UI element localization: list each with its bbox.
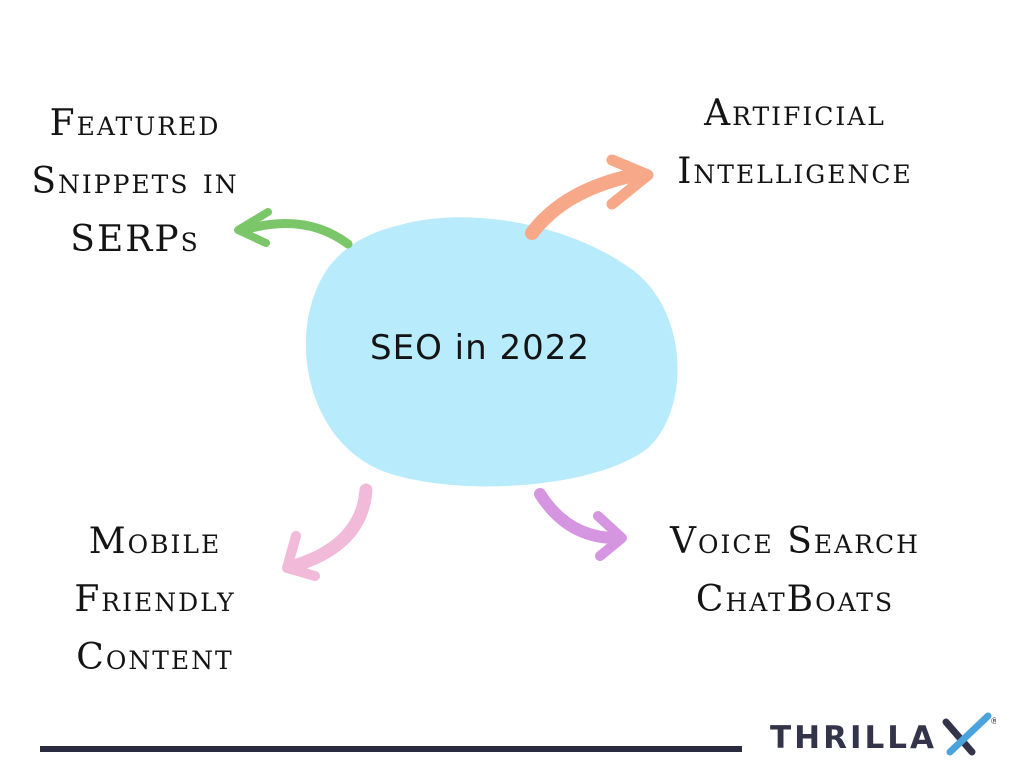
arrow-voice (534, 488, 627, 561)
center-blob (305, 217, 678, 487)
brand-x-mark-icon: ® (942, 712, 996, 756)
topic-featured-snippets: Featured Snippets in SERPs (25, 95, 245, 269)
topic-line: Artificial (704, 93, 886, 134)
topic-artificial-intelligence: Artificial Intelligence (670, 85, 920, 201)
topic-line: Content (76, 637, 234, 678)
topic-line: Mobile (88, 521, 222, 562)
topic-line: Voice Search (670, 521, 920, 562)
brand-name: THRILLA (770, 720, 937, 756)
footer-divider (40, 746, 742, 752)
topic-line: ChatBoats (695, 579, 895, 620)
topic-line: Snippets in (31, 161, 239, 202)
center-label: SEO in 2022 (370, 328, 590, 368)
arrow-featured (234, 208, 353, 249)
brand-logo: THRILLA ® (770, 712, 1000, 758)
topic-line: Intelligence (677, 151, 913, 192)
brand-registered-mark: ® (990, 717, 996, 727)
arrow-ai (525, 154, 654, 240)
topic-line: Friendly (74, 579, 236, 620)
topic-line: Featured (49, 103, 221, 144)
arrow-mobile (282, 483, 373, 581)
topic-voice-search: Voice Search ChatBoats (670, 513, 920, 629)
topic-line: SERPs (70, 219, 200, 260)
topic-mobile-friendly: Mobile Friendly Content (40, 513, 270, 687)
